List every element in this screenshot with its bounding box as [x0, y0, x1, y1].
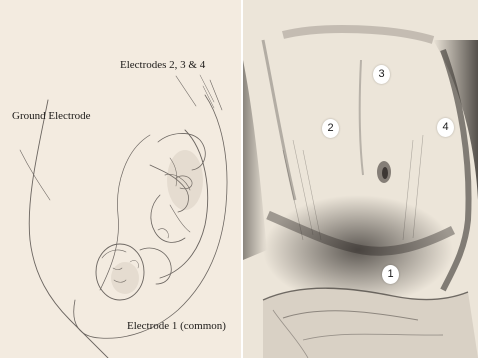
- abdomen-sketch-illustration: [243, 0, 478, 358]
- label-electrodes-2-3-4: Electrodes 2, 3 & 4: [120, 60, 205, 71]
- electrode-marker-2: 2: [322, 119, 339, 138]
- label-electrode-1-common: Electrode 1 (common): [127, 321, 226, 332]
- fetus-sketch-panel: Electrodes 2, 3 & 4 Ground Electrode Ele…: [0, 0, 241, 358]
- electrode-marker-4: 4: [437, 118, 454, 137]
- electrode-marker-1: 1: [382, 265, 399, 284]
- electrode-marker-3: 3: [373, 65, 390, 84]
- fetus-sketch-illustration: [0, 0, 241, 358]
- label-ground-electrode: Ground Electrode: [12, 111, 91, 122]
- abdomen-sketch-panel: 1 2 3 4: [243, 0, 478, 358]
